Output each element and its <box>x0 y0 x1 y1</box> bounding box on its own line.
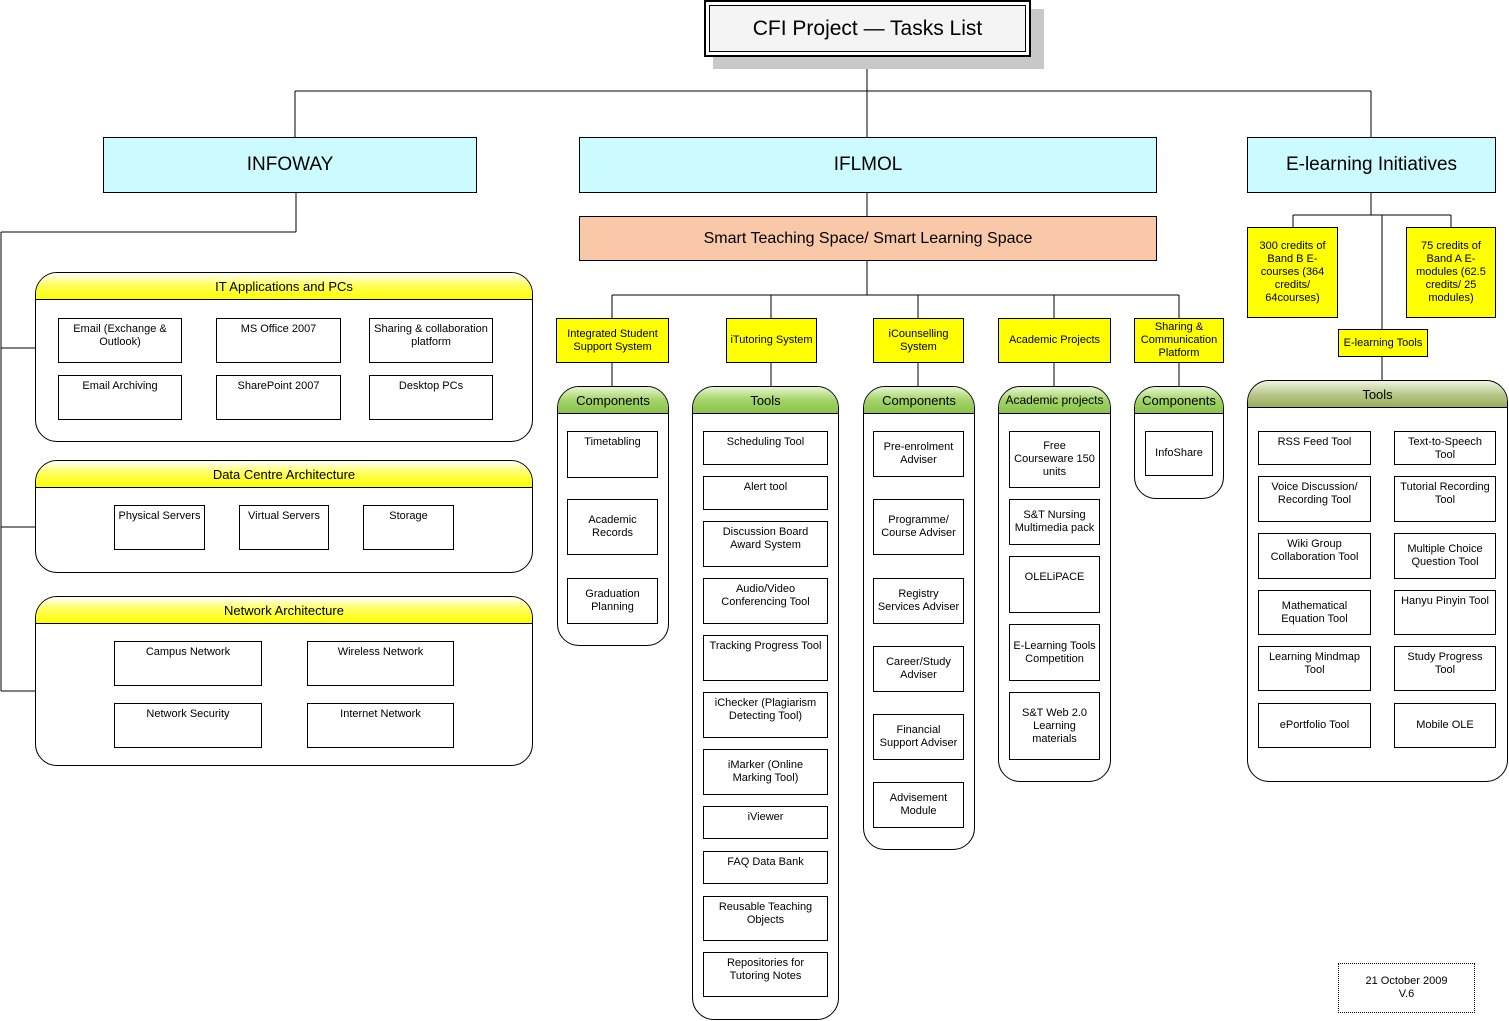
item-repositories-tutoring-notes: Repositories for Tutoring Notes <box>703 952 828 997</box>
item-internet-network: Internet Network <box>307 703 454 748</box>
item-graduation-planning: Graduation Planning <box>567 578 658 624</box>
item-timetabling: Timetabling <box>567 431 658 478</box>
item-av-conferencing: Audio/Video Conferencing Tool <box>703 578 828 624</box>
item-ms-office: MS Office 2007 <box>216 318 341 363</box>
item-ichecker: iChecker (Plagiarism Detecting Tool) <box>703 692 828 738</box>
item-nursing-multimedia: S&T Nursing Multimedia pack <box>1009 499 1100 545</box>
item-desktop-pcs: Desktop PCs <box>369 375 493 420</box>
item-wireless-network: Wireless Network <box>307 641 454 686</box>
panel-data-centre-title: Data Centre Architecture <box>36 461 532 488</box>
item-imarker: iMarker (Online Marking Tool) <box>703 749 828 795</box>
item-programme-course-adviser: Programme/ Course Adviser <box>873 499 964 555</box>
version-number: V.6 <box>1398 988 1415 1000</box>
panel-isss-title: Components <box>558 387 668 414</box>
panel-network: Network Architecture <box>35 596 533 766</box>
item-olelipace: OLELiPACE <box>1009 556 1100 613</box>
panel-itutoring-title: Tools <box>693 387 838 414</box>
item-free-courseware: Free Courseware 150 units <box>1009 431 1100 488</box>
item-infoshare: InfoShare <box>1145 431 1213 476</box>
item-rss-feed-tool: RSS Feed Tool <box>1258 431 1371 465</box>
item-campus-network: Campus Network <box>114 641 262 686</box>
item-discussion-board: Discussion Board Award System <box>703 521 828 567</box>
item-reusable-teaching-objects: Reusable Teaching Objects <box>703 896 828 941</box>
panel-sharing-title: Components <box>1135 387 1223 414</box>
item-tutorial-recording-tool: Tutorial Recording Tool <box>1394 476 1496 522</box>
item-virtual-servers: Virtual Servers <box>239 505 329 550</box>
label-elearning-tools: E-learning Tools <box>1338 329 1428 357</box>
label-itutoring: iTutoring System <box>726 318 817 363</box>
diagram-title: CFI Project — Tasks List <box>752 16 983 40</box>
item-faq-data-bank: FAQ Data Bank <box>703 851 828 884</box>
item-physical-servers: Physical Servers <box>114 505 205 550</box>
version-stamp: 21 October 2009 V.6 <box>1338 963 1475 1013</box>
label-isss: Integrated Student Support System <box>556 318 669 363</box>
item-email-archiving: Email Archiving <box>58 375 182 420</box>
item-storage: Storage <box>363 505 454 550</box>
panel-icounselling-title: Components <box>864 387 974 414</box>
panel-it-applications-title: IT Applications and PCs <box>36 273 532 300</box>
item-alert-tool: Alert tool <box>703 476 828 510</box>
panel-academic-projects-title: Academic projects <box>999 387 1110 414</box>
item-mathematical-equation-tool: Mathematical Equation Tool <box>1258 590 1371 635</box>
panel-elearning-tools-title: Tools <box>1248 381 1507 408</box>
item-scheduling-tool: Scheduling Tool <box>703 431 828 465</box>
label-band-a-emodules: 75 credits of Band A E-modules (62.5 cre… <box>1406 227 1496 318</box>
item-pre-enrolment-adviser: Pre-enrolment Adviser <box>873 431 964 477</box>
item-web20-learning-materials: S&T Web 2.0 Learning materials <box>1009 692 1100 760</box>
branch-elearning-initiatives: E-learning Initiatives <box>1247 137 1496 193</box>
label-icounselling: iCounselling System <box>873 318 964 363</box>
item-tracking-progress: Tracking Progress Tool <box>703 635 828 681</box>
item-academic-records: Academic Records <box>567 499 658 555</box>
item-sharing-collaboration: Sharing & collaboration platform <box>369 318 493 363</box>
item-text-to-speech-tool: Text-to-Speech Tool <box>1394 431 1496 465</box>
item-hanyu-pinyin-tool: Hanyu Pinyin Tool <box>1394 590 1496 635</box>
label-academic-projects: Academic Projects <box>998 318 1111 363</box>
item-voice-discussion-tool: Voice Discussion/ Recording Tool <box>1258 476 1371 522</box>
item-multiple-choice-tool: Multiple Choice Question Tool <box>1394 533 1496 579</box>
branch-infoway: INFOWAY <box>103 137 477 193</box>
item-iviewer: iViewer <box>703 806 828 839</box>
item-advisement-module: Advisement Module <box>873 782 964 828</box>
item-registry-services-adviser: Registry Services Adviser <box>873 578 964 624</box>
label-sharing-platform: Sharing & Communication Platform <box>1134 318 1224 363</box>
item-eportfolio-tool: ePortfolio Tool <box>1258 703 1371 748</box>
label-band-b-ecourses: 300 credits of Band B E-courses (364 cre… <box>1247 227 1338 318</box>
item-wiki-group-tool: Wiki Group Collaboration Tool <box>1258 533 1371 579</box>
diagram-title-box: CFI Project — Tasks List <box>704 0 1031 57</box>
item-email-exchange: Email (Exchange & Outlook) <box>58 318 182 363</box>
item-network-security: Network Security <box>114 703 262 748</box>
item-elearning-tools-competition: E-Learning Tools Competition <box>1009 624 1100 681</box>
panel-network-title: Network Architecture <box>36 597 532 624</box>
branch-iflmol: IFLMOL <box>579 137 1157 193</box>
item-career-study-adviser: Career/Study Adviser <box>873 646 964 692</box>
smart-space-box: Smart Teaching Space/ Smart Learning Spa… <box>579 216 1157 261</box>
item-study-progress-tool: Study Progress Tool <box>1394 646 1496 691</box>
version-date: 21 October 2009 <box>1365 975 1448 987</box>
item-sharepoint: SharePoint 2007 <box>216 375 341 420</box>
item-mobile-ole: Mobile OLE <box>1394 703 1496 748</box>
item-learning-mindmap-tool: Learning Mindmap Tool <box>1258 646 1371 691</box>
item-financial-support-adviser: Financial Support Adviser <box>873 714 964 760</box>
